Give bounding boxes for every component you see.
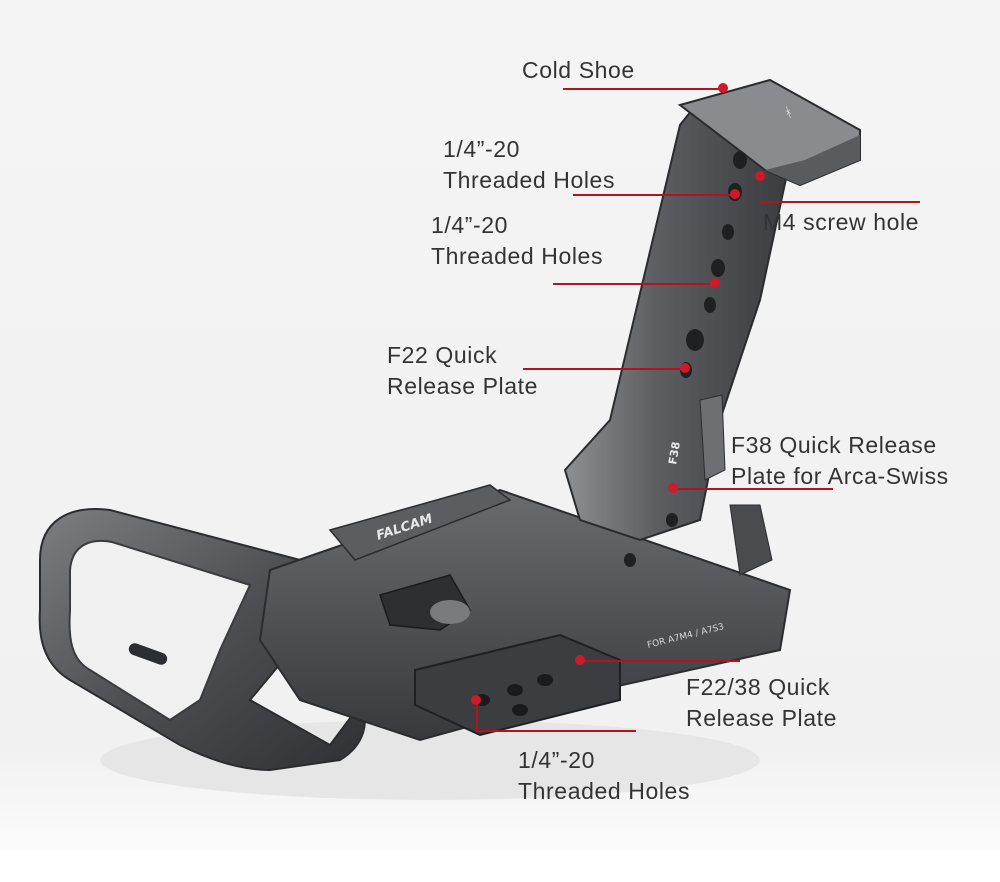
side-engraving: F38 <box>666 441 683 466</box>
bottom-margin <box>0 850 1000 882</box>
leader-m4-screw-hole <box>760 201 920 203</box>
marker-threaded-holes-bottom <box>471 695 481 705</box>
callout-f22-quick-release: F22 Quick Release Plate <box>387 340 538 402</box>
leader-cold-shoe <box>563 88 723 90</box>
callout-cold-shoe: Cold Shoe <box>522 55 635 86</box>
grip-slot <box>128 643 168 665</box>
leader-f22-38-quick-release <box>580 660 740 662</box>
cold-shoe-face <box>765 135 860 185</box>
callout-threaded-holes-mid: 1/4”-20 Threaded Holes <box>431 210 603 272</box>
callout-threaded-holes-top: 1/4”-20 Threaded Holes <box>443 134 615 196</box>
marker-threaded-holes-mid <box>710 278 720 288</box>
callout-f22-38-quick-release: F22/38 Quick Release Plate <box>686 672 837 734</box>
callout-line: 1/4”-20 <box>443 136 521 162</box>
marker-cold-shoe <box>718 83 728 93</box>
arm-rail <box>699 394 726 481</box>
callout-line: F22 Quick <box>387 342 498 368</box>
leader-f22-quick-release <box>523 368 683 370</box>
callout-f38-arca-swiss: F38 Quick Release Plate for Arca-Swiss <box>731 430 949 492</box>
marker-f22-38-quick-release <box>575 655 585 665</box>
leader-threaded-holes-top <box>573 194 733 196</box>
leader-threaded-holes-bottom-stem <box>476 700 478 730</box>
leader-threaded-holes-mid <box>553 283 713 285</box>
marker-threaded-holes-top <box>730 189 740 199</box>
callout-line: Release Plate <box>686 705 837 731</box>
callout-line: 1/4”-20 <box>431 212 509 238</box>
callout-line: F38 Quick Release <box>731 432 937 458</box>
leader-f38-arca-swiss <box>673 488 833 490</box>
callout-line: Plate for Arca-Swiss <box>731 463 949 489</box>
leader-threaded-holes-bottom <box>476 730 636 732</box>
callout-line: Release Plate <box>387 373 538 399</box>
callout-line: F22/38 Quick <box>686 674 830 700</box>
marker-f38-arca-swiss <box>668 483 678 493</box>
callout-line: M4 screw hole <box>763 209 920 235</box>
qr-knob <box>430 600 470 624</box>
grip-window <box>68 540 252 722</box>
callout-m4-screw-hole: M4 screw hole <box>763 207 919 238</box>
callout-threaded-holes-bottom: 1/4”-20 Threaded Holes <box>518 745 690 807</box>
callout-line: Threaded Holes <box>443 167 616 193</box>
arm-clamp <box>729 504 773 576</box>
callout-line: 1/4”-20 <box>518 747 596 773</box>
marker-f22-quick-release <box>680 363 690 373</box>
callout-line: Threaded Holes <box>431 243 604 269</box>
brand-rail <box>328 484 512 561</box>
callout-line: Threaded Holes <box>518 778 691 804</box>
marker-m4-screw-hole <box>755 171 765 181</box>
callout-line: Cold Shoe <box>522 57 635 83</box>
